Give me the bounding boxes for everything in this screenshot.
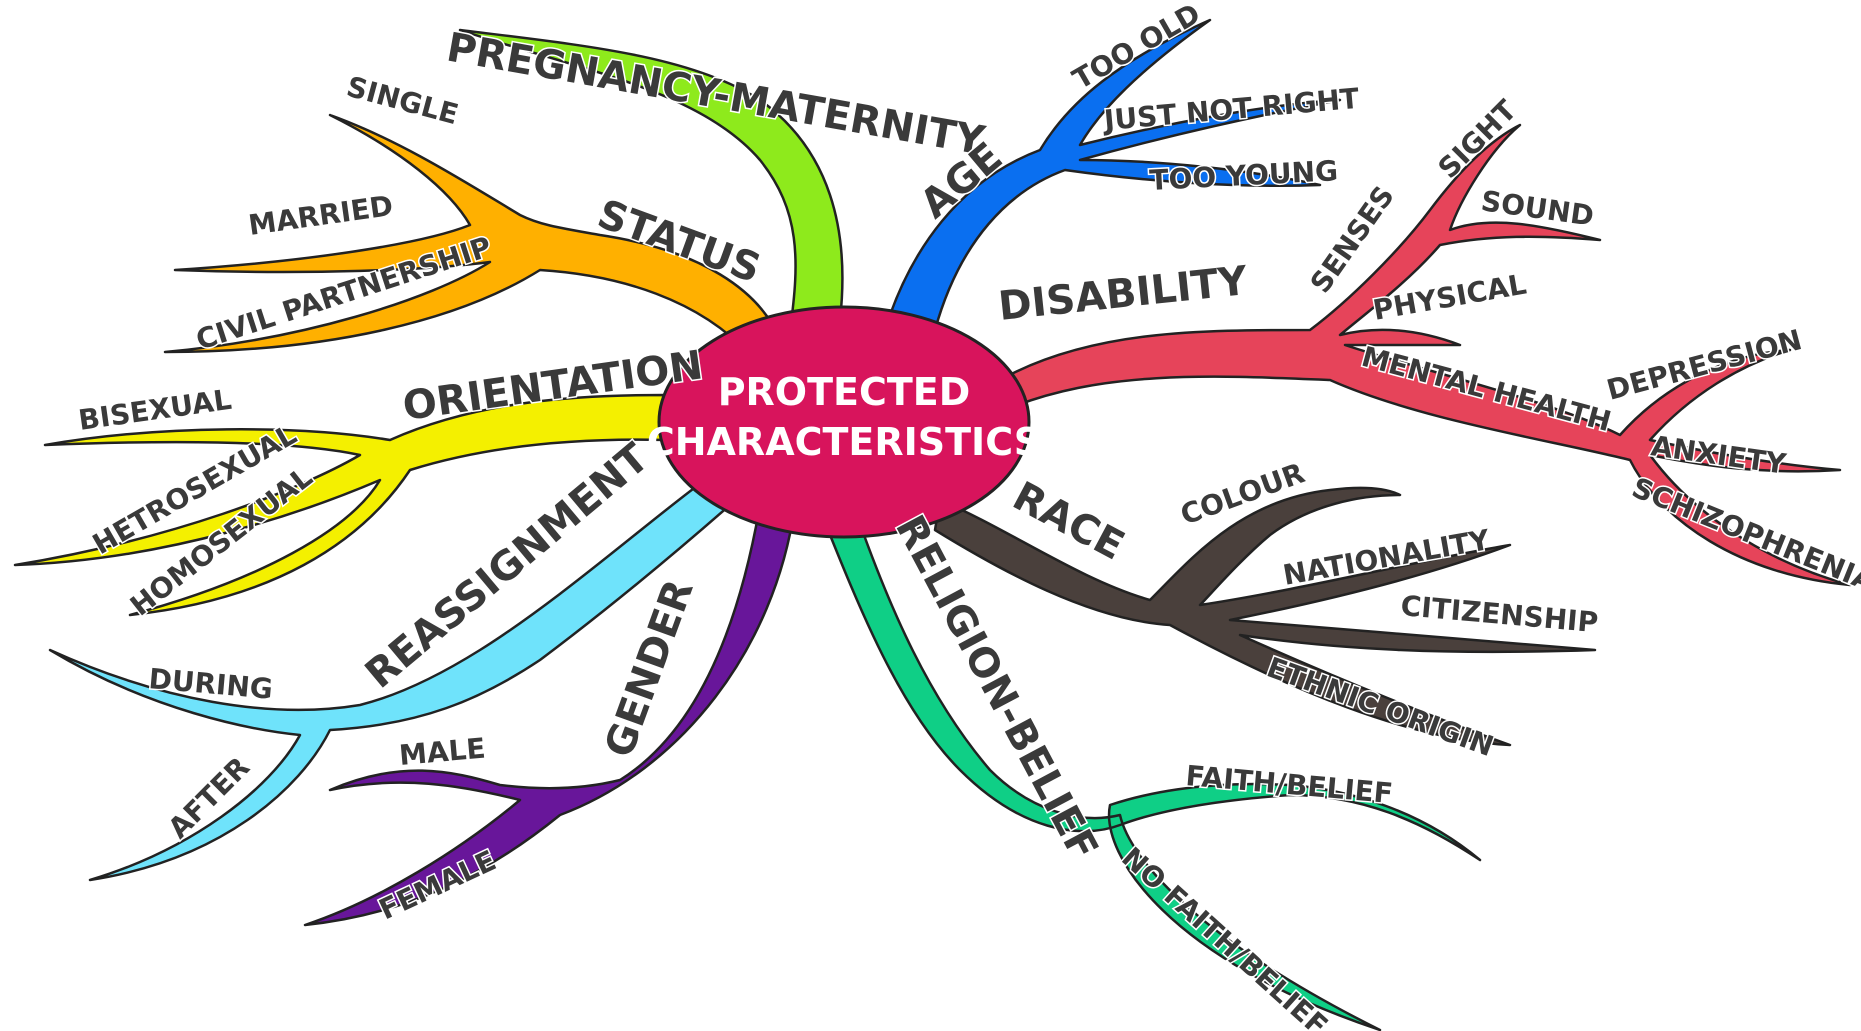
branch-orientation	[13, 393, 667, 617]
label-ethnic-origin: ETHNIC ORIGIN	[1263, 651, 1498, 764]
label-pregnancy-maternity: PREGNANCY-MATERNITY	[443, 25, 989, 165]
label-schizophrenia: SCHIZOPHRENIA	[1627, 471, 1861, 599]
label-citizenship: CITIZENSHIP	[1399, 589, 1599, 639]
branch-disability	[998, 123, 1852, 587]
label-anxiety: ANXIETY	[1649, 429, 1789, 481]
label-married: MARRIED	[246, 189, 395, 242]
branch-race	[933, 486, 1597, 747]
center-title-line1: PROTECTED	[718, 370, 971, 414]
label-single: SINGLE	[343, 70, 462, 131]
label-male: MALE	[398, 732, 487, 772]
label-too-old: TOO OLD	[1067, 0, 1206, 96]
label-too-young: TOO YOUNG	[1149, 154, 1339, 197]
label-no-faith-belief: NO FAITH/BELIEF	[1115, 841, 1334, 1031]
label-just-not-right: JUST NOT RIGHT	[1101, 82, 1361, 137]
center-node	[657, 305, 1031, 539]
branch-status	[163, 113, 782, 357]
branch-age	[883, 18, 1342, 332]
label-disability: DISABILITY	[996, 258, 1250, 330]
branch-religion-belief	[818, 508, 1482, 1031]
branch-gender	[303, 503, 797, 927]
branch-reassignment	[48, 478, 732, 882]
center-title-line2: CHARACTERISTICS	[647, 420, 1041, 464]
branch-pregnancy-maternity	[458, 28, 844, 332]
label-depression: DEPRESSION	[1603, 323, 1805, 407]
